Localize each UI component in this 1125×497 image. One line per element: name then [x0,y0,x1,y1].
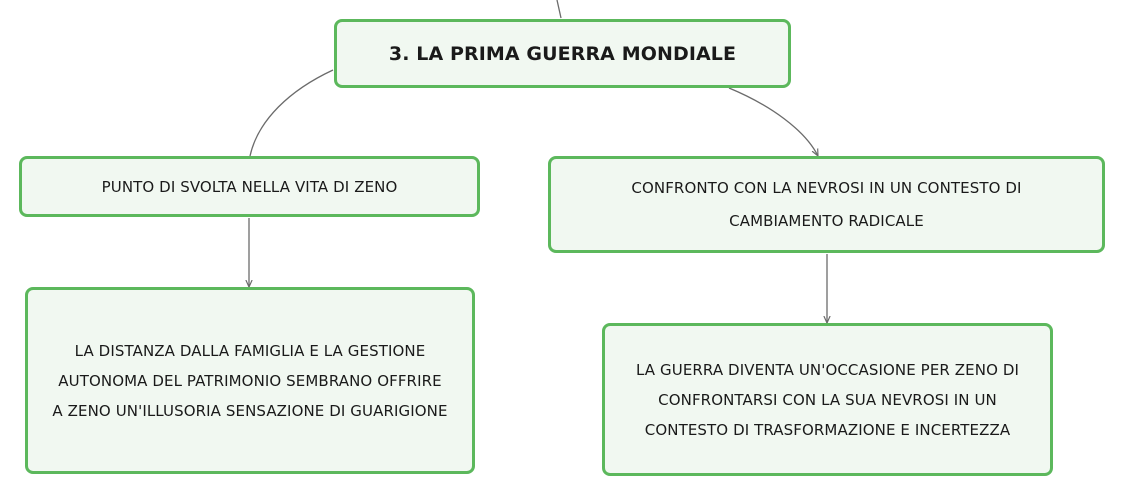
branch-node-neurosis-confrontation[interactable]: CONFRONTO CON LA NEVROSI IN UN CONTESTO … [548,156,1105,253]
detail-node-illusory-healing-text: LA DISTANZA DALLA FAMIGLIA E LA GESTIONE… [52,336,447,426]
detail-node-illusory-healing-line-3: A ZENO UN'ILLUSORIA SENSAZIONE DI GUARIG… [52,401,448,420]
connector-from-parent [556,0,562,19]
detail-node-illusory-healing-line-2: AUTONOMA DEL PATRIMONIO SEMBRANO OFFRIRE [58,371,442,390]
connector-root-to-branch-1 [249,69,334,157]
detail-node-illusory-healing[interactable]: LA DISTANZA DALLA FAMIGLIA E LA GESTIONE… [25,287,475,474]
root-node-label: 3. LA PRIMA GUERRA MONDIALE [388,42,737,65]
branch-node-neurosis-confrontation-line-1: CONFRONTO CON LA NEVROSI IN UN CONTESTO … [631,178,1022,197]
detail-node-illusory-healing-line-1: LA DISTANZA DALLA FAMIGLIA E LA GESTIONE [74,341,426,360]
detail-node-war-opportunity-line-2: CONFRONTARSI CON LA SUA NEVROSI IN UN [658,390,997,409]
detail-node-war-opportunity-text: LA GUERRA DIVENTA UN'OCCASIONE PER ZENO … [636,355,1019,445]
connector-root-to-branch-2 [728,87,818,156]
branch-node-turning-point-text: PUNTO DI SVOLTA NELLA VITA DI ZENO [102,172,398,202]
branch-node-neurosis-confrontation-text: CONFRONTO CON LA NEVROSI IN UN CONTESTO … [631,172,1021,238]
branch-node-turning-point-line-1: PUNTO DI SVOLTA NELLA VITA DI ZENO [101,177,398,196]
detail-node-war-opportunity[interactable]: LA GUERRA DIVENTA UN'OCCASIONE PER ZENO … [602,323,1053,476]
detail-node-war-opportunity-line-1: LA GUERRA DIVENTA UN'OCCASIONE PER ZENO … [635,360,1020,379]
branch-node-turning-point[interactable]: PUNTO DI SVOLTA NELLA VITA DI ZENO [19,156,480,217]
detail-node-war-opportunity-line-3: CONTESTO DI TRASFORMAZIONE E INCERTEZZA [644,420,1011,439]
root-node[interactable]: 3. LA PRIMA GUERRA MONDIALE [334,19,791,88]
branch-node-neurosis-confrontation-line-2: CAMBIAMENTO RADICALE [729,211,924,230]
